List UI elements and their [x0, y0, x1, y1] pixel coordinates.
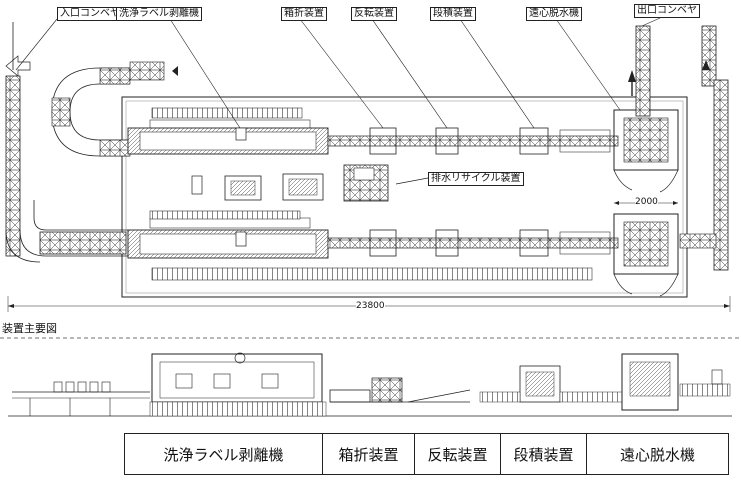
- legend-dehydrator: 遠心脱水機: [619, 445, 695, 464]
- dimension-23800: 23800: [356, 301, 385, 311]
- section-title: 装置主要図: [2, 322, 57, 335]
- outlet-conveyor-label: 出口コンベヤ: [634, 4, 700, 18]
- dehydrator-label: 遠心脱水機: [526, 7, 582, 21]
- legend-inverter: 反転装置: [415, 434, 501, 474]
- stacker-label: 段積装置: [430, 7, 476, 21]
- legend-table: 洗浄ラベル剥離機 箱折装置 反転装置 段積装置 遠心脱水機: [124, 433, 729, 475]
- process-line-upper: [327, 135, 619, 147]
- dimension-2000: 2000: [635, 197, 658, 207]
- elevation-view: [8, 352, 732, 417]
- outlet-conveyor-upper: [635, 25, 651, 117]
- inverter-label: 反転装置: [351, 7, 397, 21]
- legend-stacker: 段積装置: [501, 434, 587, 474]
- inlet-conveyor-label: 入口コンベヤ: [57, 7, 123, 21]
- legend-box-folder: 箱折装置: [323, 434, 415, 474]
- legend-washer: 洗浄ラベル剥離機: [125, 434, 323, 474]
- recycler-label: 排水リサイクル装置: [428, 172, 524, 186]
- inlet-conveyor-vertical: [5, 75, 21, 257]
- outlet-conveyor-right: [713, 79, 729, 271]
- washer-label: 洗浄ラベル剥離機: [116, 7, 202, 21]
- process-line-lower: [327, 237, 619, 249]
- dehydrator-lower: [613, 213, 679, 275]
- box-folder-label: 箱折装置: [281, 7, 327, 21]
